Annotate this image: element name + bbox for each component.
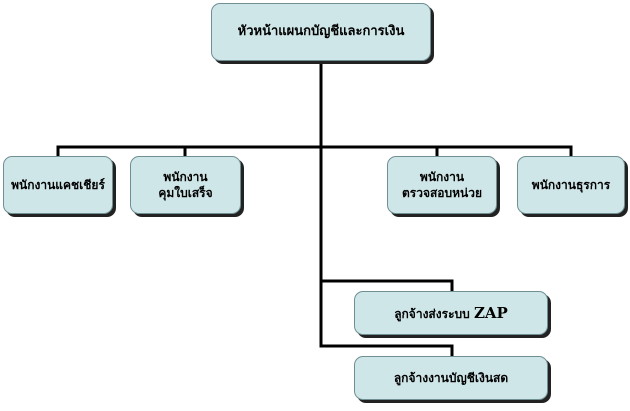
cash-account-contractor-label: ลูกจ้างงานบัญชีเงินสด [393,370,509,385]
receipt-control-label-line2: คุมใบเสร็จ [158,186,213,200]
receipt-control-box: พนักงาน คุมใบเสร็จ [130,156,241,214]
unit-audit-box: พนักงาน ตรวจสอบหน่วย [387,156,497,214]
receipt-control-label-line1: พนักงาน [163,169,208,184]
head-of-accounting-box: หัวหน้าแผนกบัญชีและการเงิน [211,3,431,61]
unit-audit-label-line2: ตรวจสอบหน่วย [401,186,483,200]
head-title: หัวหน้าแผนกบัญชีและการเงิน [237,24,405,40]
zap-contractor-label: ลูกจ้างส่งระบบ ZAP [394,303,508,323]
general-affairs-box: พนักงานธุรการ [517,156,625,214]
unit-audit-label-line1: พนักงาน [419,169,465,184]
zap-contractor-box: ลูกจ้างส่งระบบ ZAP [354,291,548,335]
zap-contractor-suffix: ZAP [473,303,508,322]
cashier-label: พนักงานแคชเชียร์ [11,177,105,192]
cashier-box: พนักงานแคชเชียร์ [3,156,113,214]
cash-account-contractor-box: ลูกจ้างงานบัญชีเงินสด [354,356,548,400]
general-affairs-label: พนักงานธุรการ [531,177,611,192]
zap-contractor-prefix: ลูกจ้างส่งระบบ [394,306,470,321]
